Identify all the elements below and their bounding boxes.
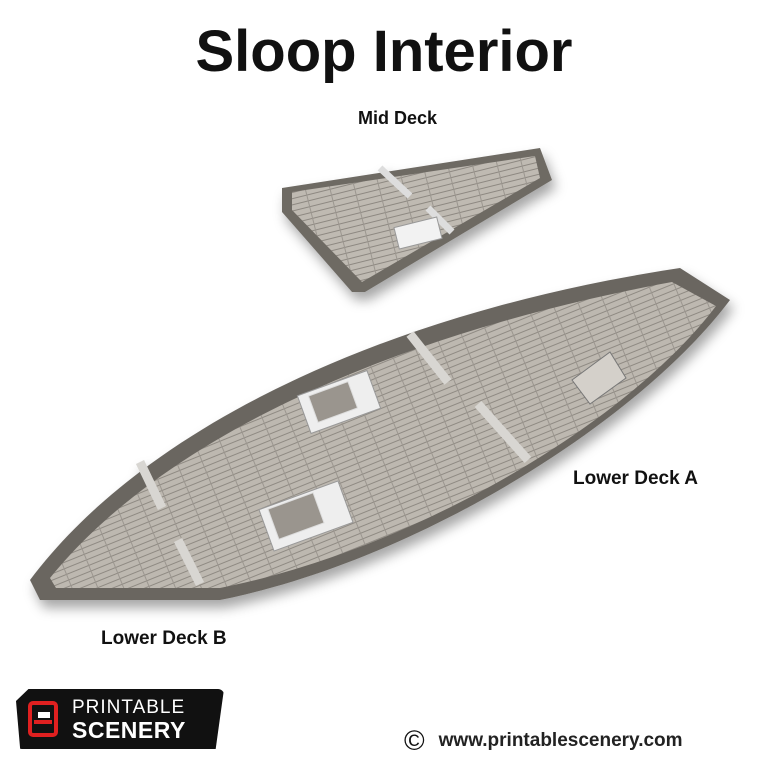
grate-lower bbox=[258, 480, 354, 552]
lower-deck-model bbox=[30, 268, 730, 600]
grate-upper bbox=[296, 369, 382, 435]
logo-background bbox=[16, 689, 224, 749]
lower-deck-b-label: Lower Deck B bbox=[101, 628, 227, 649]
logo-text-scenery: SCENERY bbox=[72, 717, 186, 743]
website-url: www.printablescenery.com bbox=[438, 730, 683, 751]
lower-deck-a-label: Lower Deck A bbox=[573, 468, 698, 489]
logo-text-printable: PRINTABLE bbox=[72, 697, 186, 718]
footer: © www.printablescenery.com bbox=[404, 727, 683, 755]
copyright-icon: © bbox=[404, 725, 425, 756]
mid-deck-model bbox=[282, 148, 552, 292]
mid-deck-label: Mid Deck bbox=[358, 108, 438, 128]
printable-scenery-logo: PRINTABLE SCENERY bbox=[16, 689, 224, 749]
castle-frame-icon bbox=[28, 701, 58, 737]
page-title: Sloop Interior bbox=[195, 19, 573, 84]
